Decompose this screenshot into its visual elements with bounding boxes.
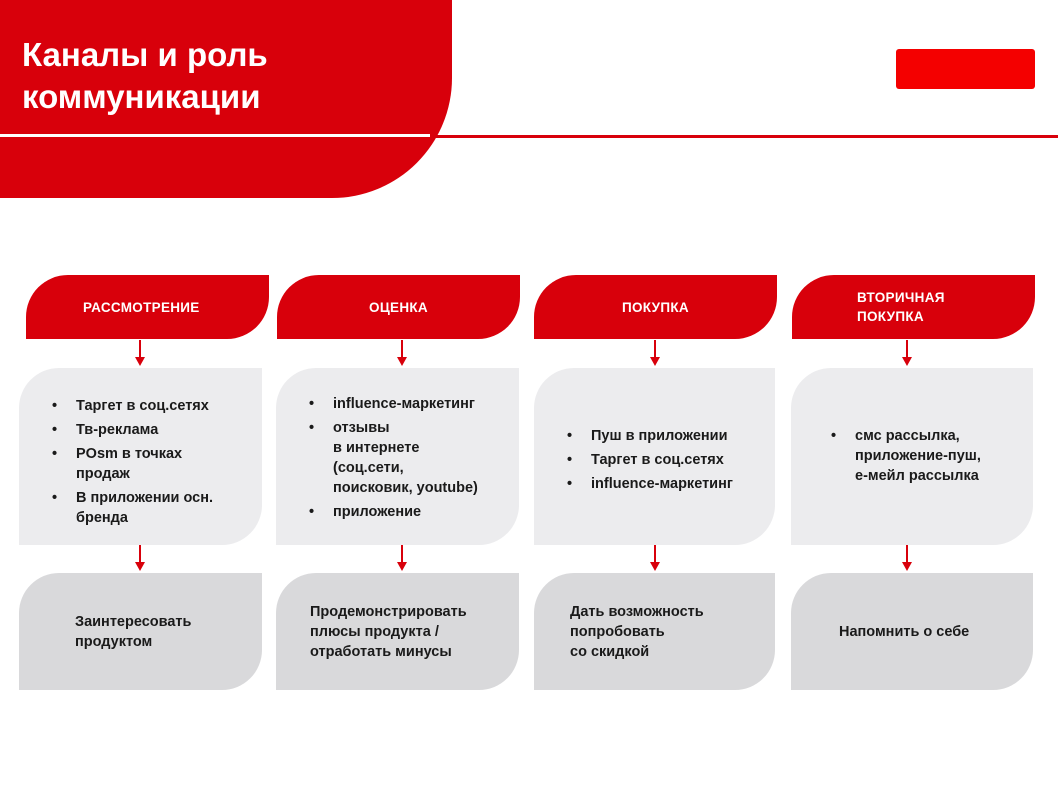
arrow-down-icon [650, 340, 660, 366]
list-item: •Пуш в приложении [567, 428, 728, 444]
goal-text: Дать возможность попробовать со скидкой [570, 603, 704, 660]
list-item: •influence-маркетинг [309, 396, 475, 412]
channels-list: •смс рассылка, приложение-пуш, е-мейл ра… [831, 426, 1025, 486]
list-item: •Таргет в соц.сетях [52, 398, 209, 414]
header-divider-red [430, 135, 1058, 138]
goal-text: Продемонстрировать плюсы продукта / отра… [310, 603, 467, 660]
channels-list: •influence-маркетинг •отзывы в интернете… [309, 394, 511, 522]
goal-text: Напомнить о себе [839, 623, 970, 640]
goal-card-evaluation: Продемонстрировать плюсы продукта / отра… [276, 573, 519, 690]
channels-card-evaluation: •influence-маркетинг •отзывы в интернете… [276, 368, 519, 545]
stage-label: ПОКУПКА [622, 299, 689, 315]
list-item: •Таргет в соц.сетях [567, 452, 724, 468]
arrow-down-icon [902, 545, 912, 571]
page-title: Каналы и роль коммуникации [22, 36, 268, 115]
channels-card-repeat-purchase: •смс рассылка, приложение-пуш, е-мейл ра… [791, 368, 1033, 545]
stage-label: ОЦЕНКА [369, 299, 428, 315]
channels-list: •Таргет в соц.сетях •Тв-реклама •POsm в … [52, 396, 252, 528]
list-item: •отзывы в интернете (соц.сети, поисковик… [309, 420, 478, 496]
goal-card-repeat-purchase: Напомнить о себе [791, 573, 1033, 690]
decorative-red-bar [896, 49, 1035, 89]
stage-header-purchase: ПОКУПКА [534, 275, 777, 339]
list-item: •смс рассылка, приложение-пуш, е-мейл ра… [831, 428, 981, 484]
goal-card-purchase: Дать возможность попробовать со скидкой [534, 573, 775, 690]
channels-card-consideration: •Таргет в соц.сетях •Тв-реклама •POsm в … [19, 368, 262, 545]
channels-list: •Пуш в приложении •Таргет в соц.сетях •i… [567, 426, 767, 494]
stage-header-consideration: РАССМОТРЕНИЕ [26, 275, 269, 339]
list-item: •приложение [309, 504, 422, 520]
list-item: •POsm в точках продаж [52, 446, 183, 482]
arrow-down-icon [135, 545, 145, 571]
arrow-down-icon [397, 340, 407, 366]
arrow-down-icon [135, 340, 145, 366]
list-item: •В приложении осн. бренда [52, 490, 213, 526]
stage-header-evaluation: ОЦЕНКА [277, 275, 520, 339]
channels-card-purchase: •Пуш в приложении •Таргет в соц.сетях •i… [534, 368, 775, 545]
goal-card-consideration: Заинтересовать продуктом [19, 573, 262, 690]
arrow-down-icon [902, 340, 912, 366]
stage-label: ВТОРИЧНАЯ ПОКУПКА [857, 290, 945, 324]
goal-text: Заинтересовать продуктом [75, 613, 192, 650]
list-item: •influence-маркетинг [567, 476, 733, 492]
list-item: •Тв-реклама [52, 422, 159, 438]
arrow-down-icon [397, 545, 407, 571]
stage-label: РАССМОТРЕНИЕ [83, 299, 200, 315]
header-divider-white [0, 134, 430, 137]
arrow-down-icon [650, 545, 660, 571]
header-banner [0, 0, 452, 198]
stage-header-repeat-purchase: ВТОРИЧНАЯ ПОКУПКА [792, 275, 1035, 339]
